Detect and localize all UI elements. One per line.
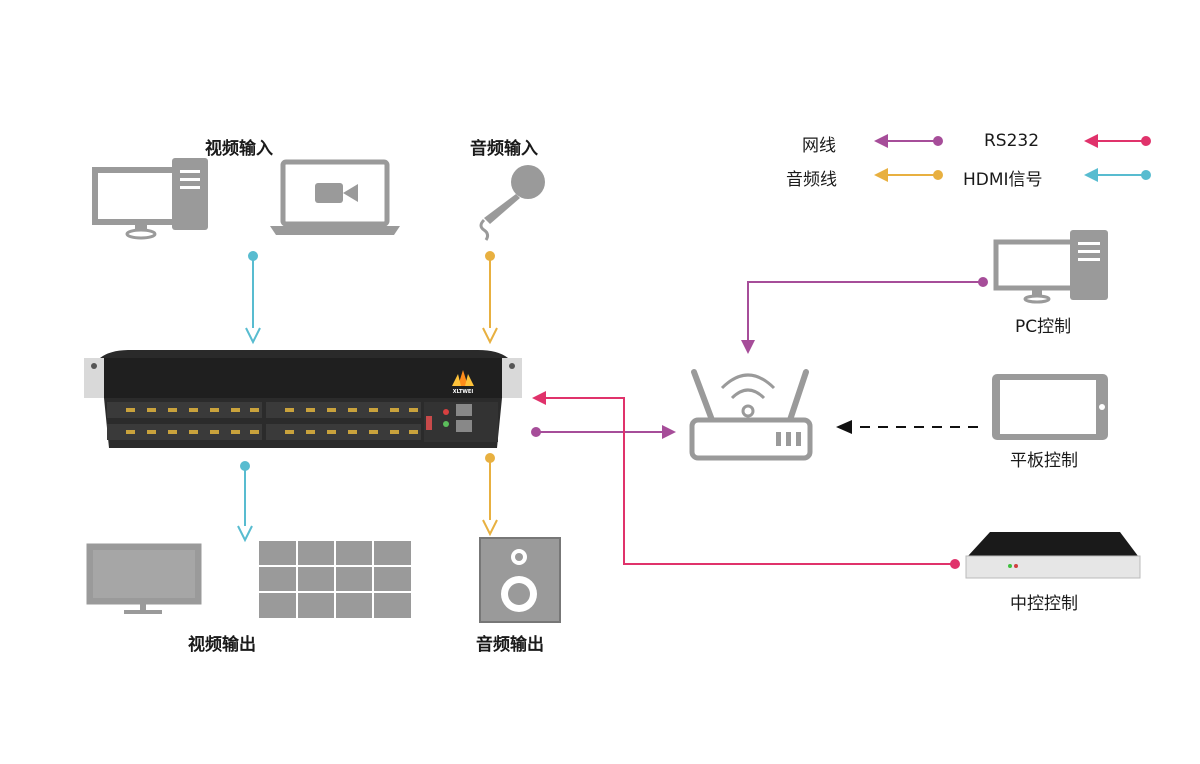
microphone-icon (479, 165, 545, 241)
router-icon (689, 369, 813, 461)
video-wall-icon (259, 541, 411, 618)
hdmi-output-arrow (237, 461, 253, 543)
central-controller-icon (965, 532, 1141, 579)
brand-logo-text: XLTWEI (453, 389, 474, 395)
audio-output-label: 音频输出 (476, 635, 544, 655)
desktop-pc-icon (92, 158, 208, 240)
pc-control-icon (993, 230, 1108, 304)
legend-hdmi-line (1084, 168, 1151, 182)
tablet-control-label: 平板控制 (1010, 451, 1078, 471)
hdmi-input-arrow (245, 251, 261, 345)
legend-network-line (874, 134, 943, 148)
legend-hdmi-label: HDMI信号 (963, 170, 1043, 190)
audio-input-arrow (482, 251, 498, 345)
pc-control-label: PC控制 (1015, 317, 1072, 337)
speaker-icon (479, 537, 561, 623)
wireless-dashed-line (836, 420, 982, 434)
audio-input-label: 音频输入 (470, 139, 538, 159)
legend-network-label: 网线 (802, 136, 836, 156)
central-control-label: 中控控制 (1010, 594, 1078, 614)
rs232-line (532, 391, 960, 569)
video-input-label: 视频输入 (205, 139, 273, 159)
legend-rs232-label: RS232 (984, 131, 1040, 151)
matrix-switcher: XLTWEI (84, 350, 522, 448)
monitor-icon (86, 543, 202, 614)
tablet-icon (992, 374, 1108, 440)
legend-audio-label: 音频线 (786, 170, 837, 190)
video-output-label: 视频输出 (188, 635, 256, 655)
legend-audio-line (874, 168, 943, 182)
laptop-camera-icon (270, 159, 400, 235)
legend-rs232-line (1084, 134, 1151, 148)
pc-network-line (741, 277, 988, 354)
matrix-router-line (531, 425, 676, 439)
audio-output-arrow (482, 453, 498, 537)
